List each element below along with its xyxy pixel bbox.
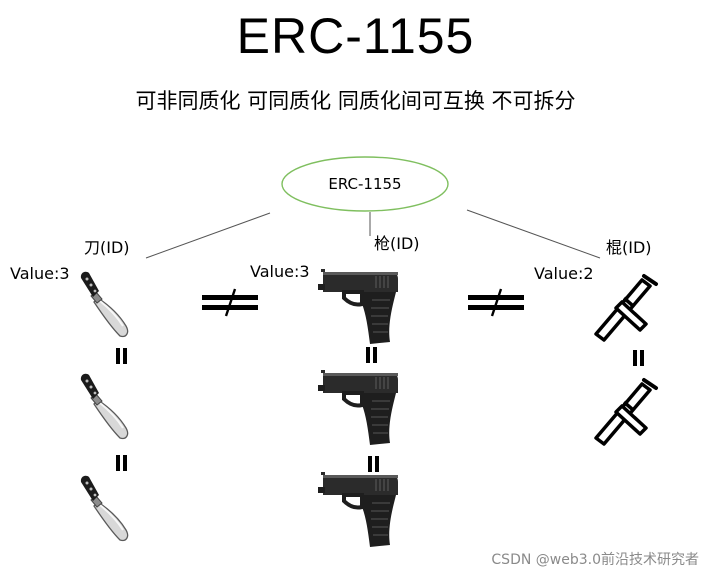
connector-line	[145, 212, 271, 259]
not-equal-icon	[200, 287, 260, 318]
token-value-baton: Value:2	[534, 264, 594, 283]
knife-icon	[79, 372, 129, 440]
equal-icon	[116, 348, 127, 364]
baton-icon	[594, 274, 658, 342]
token-value-knife: Value:3	[10, 264, 70, 283]
equal-icon	[366, 347, 377, 363]
watermark: CSDN @web3.0前沿技术研究者	[491, 552, 699, 568]
not-equal-icon	[466, 287, 526, 318]
baton-icon	[594, 378, 658, 446]
knife-icon	[79, 270, 129, 338]
pistol-icon	[316, 470, 400, 549]
equal-icon	[633, 350, 644, 366]
token-name-knife: 刀(ID)	[84, 238, 130, 257]
token-value-gun: Value:3	[250, 262, 310, 281]
pistol-icon	[316, 267, 400, 346]
equal-icon	[368, 456, 379, 472]
page-title: ERC-1155	[236, 8, 475, 64]
token-name-baton: 棍(ID)	[606, 238, 652, 257]
page-subtitle: 可非同质化 可同质化 同质化间可互换 不可拆分	[135, 89, 576, 113]
equal-icon	[116, 455, 127, 471]
root-node-label: ERC-1155	[328, 175, 402, 193]
knife-icon	[79, 474, 129, 542]
connector-line	[466, 209, 601, 259]
token-name-gun: 枪(ID)	[374, 234, 420, 253]
pistol-icon	[316, 368, 400, 447]
root-node	[281, 156, 449, 212]
